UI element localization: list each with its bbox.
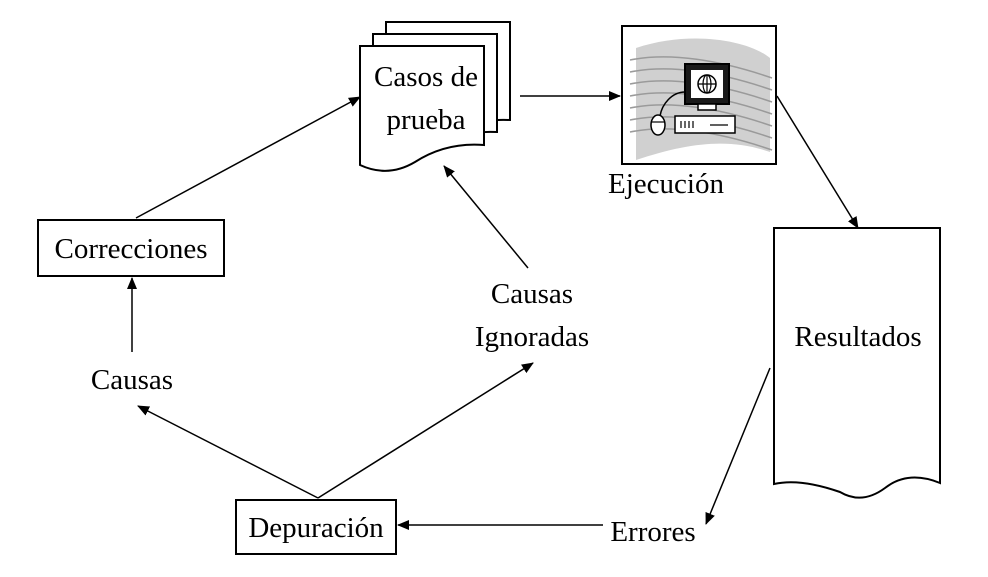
debugging-label: Depuración: [248, 512, 384, 544]
corrections-box: [37, 219, 225, 277]
debugging-box: [235, 499, 397, 555]
results-document: Resultados: [773, 227, 941, 499]
test-cases-label-line2: prueba: [387, 104, 466, 136]
arrow-debugging-to-causes: [137, 405, 319, 499]
arrow-debugging-to-ignored-causes: [317, 362, 534, 499]
execution-node: Ejecución: [608, 25, 777, 200]
test-cases-label-line1: Casos de: [374, 61, 478, 93]
test-cases-document-stack: Casos de prueba: [359, 21, 511, 172]
arrow-corrections-to-test-cases: [135, 96, 361, 219]
results-label: Resultados: [794, 321, 921, 353]
arrow-ignored-causes-to-test-cases: [443, 165, 529, 269]
execution-label: Ejecución: [608, 168, 724, 200]
computer-workstation-icon: [621, 25, 777, 165]
arrow-results-to-errors: [705, 367, 771, 525]
corrections-node: Correcciones: [37, 219, 225, 277]
errors-label: Errores: [610, 516, 695, 548]
arrow-execution-to-results: [776, 95, 859, 229]
causes-label: Causas: [91, 364, 173, 396]
ignored-causes-label-line2: Ignoradas: [475, 321, 589, 353]
debugging-node: Depuración: [235, 499, 397, 555]
ignored-causes-label-line1: Causas: [491, 278, 573, 310]
corrections-label: Correcciones: [55, 233, 208, 265]
